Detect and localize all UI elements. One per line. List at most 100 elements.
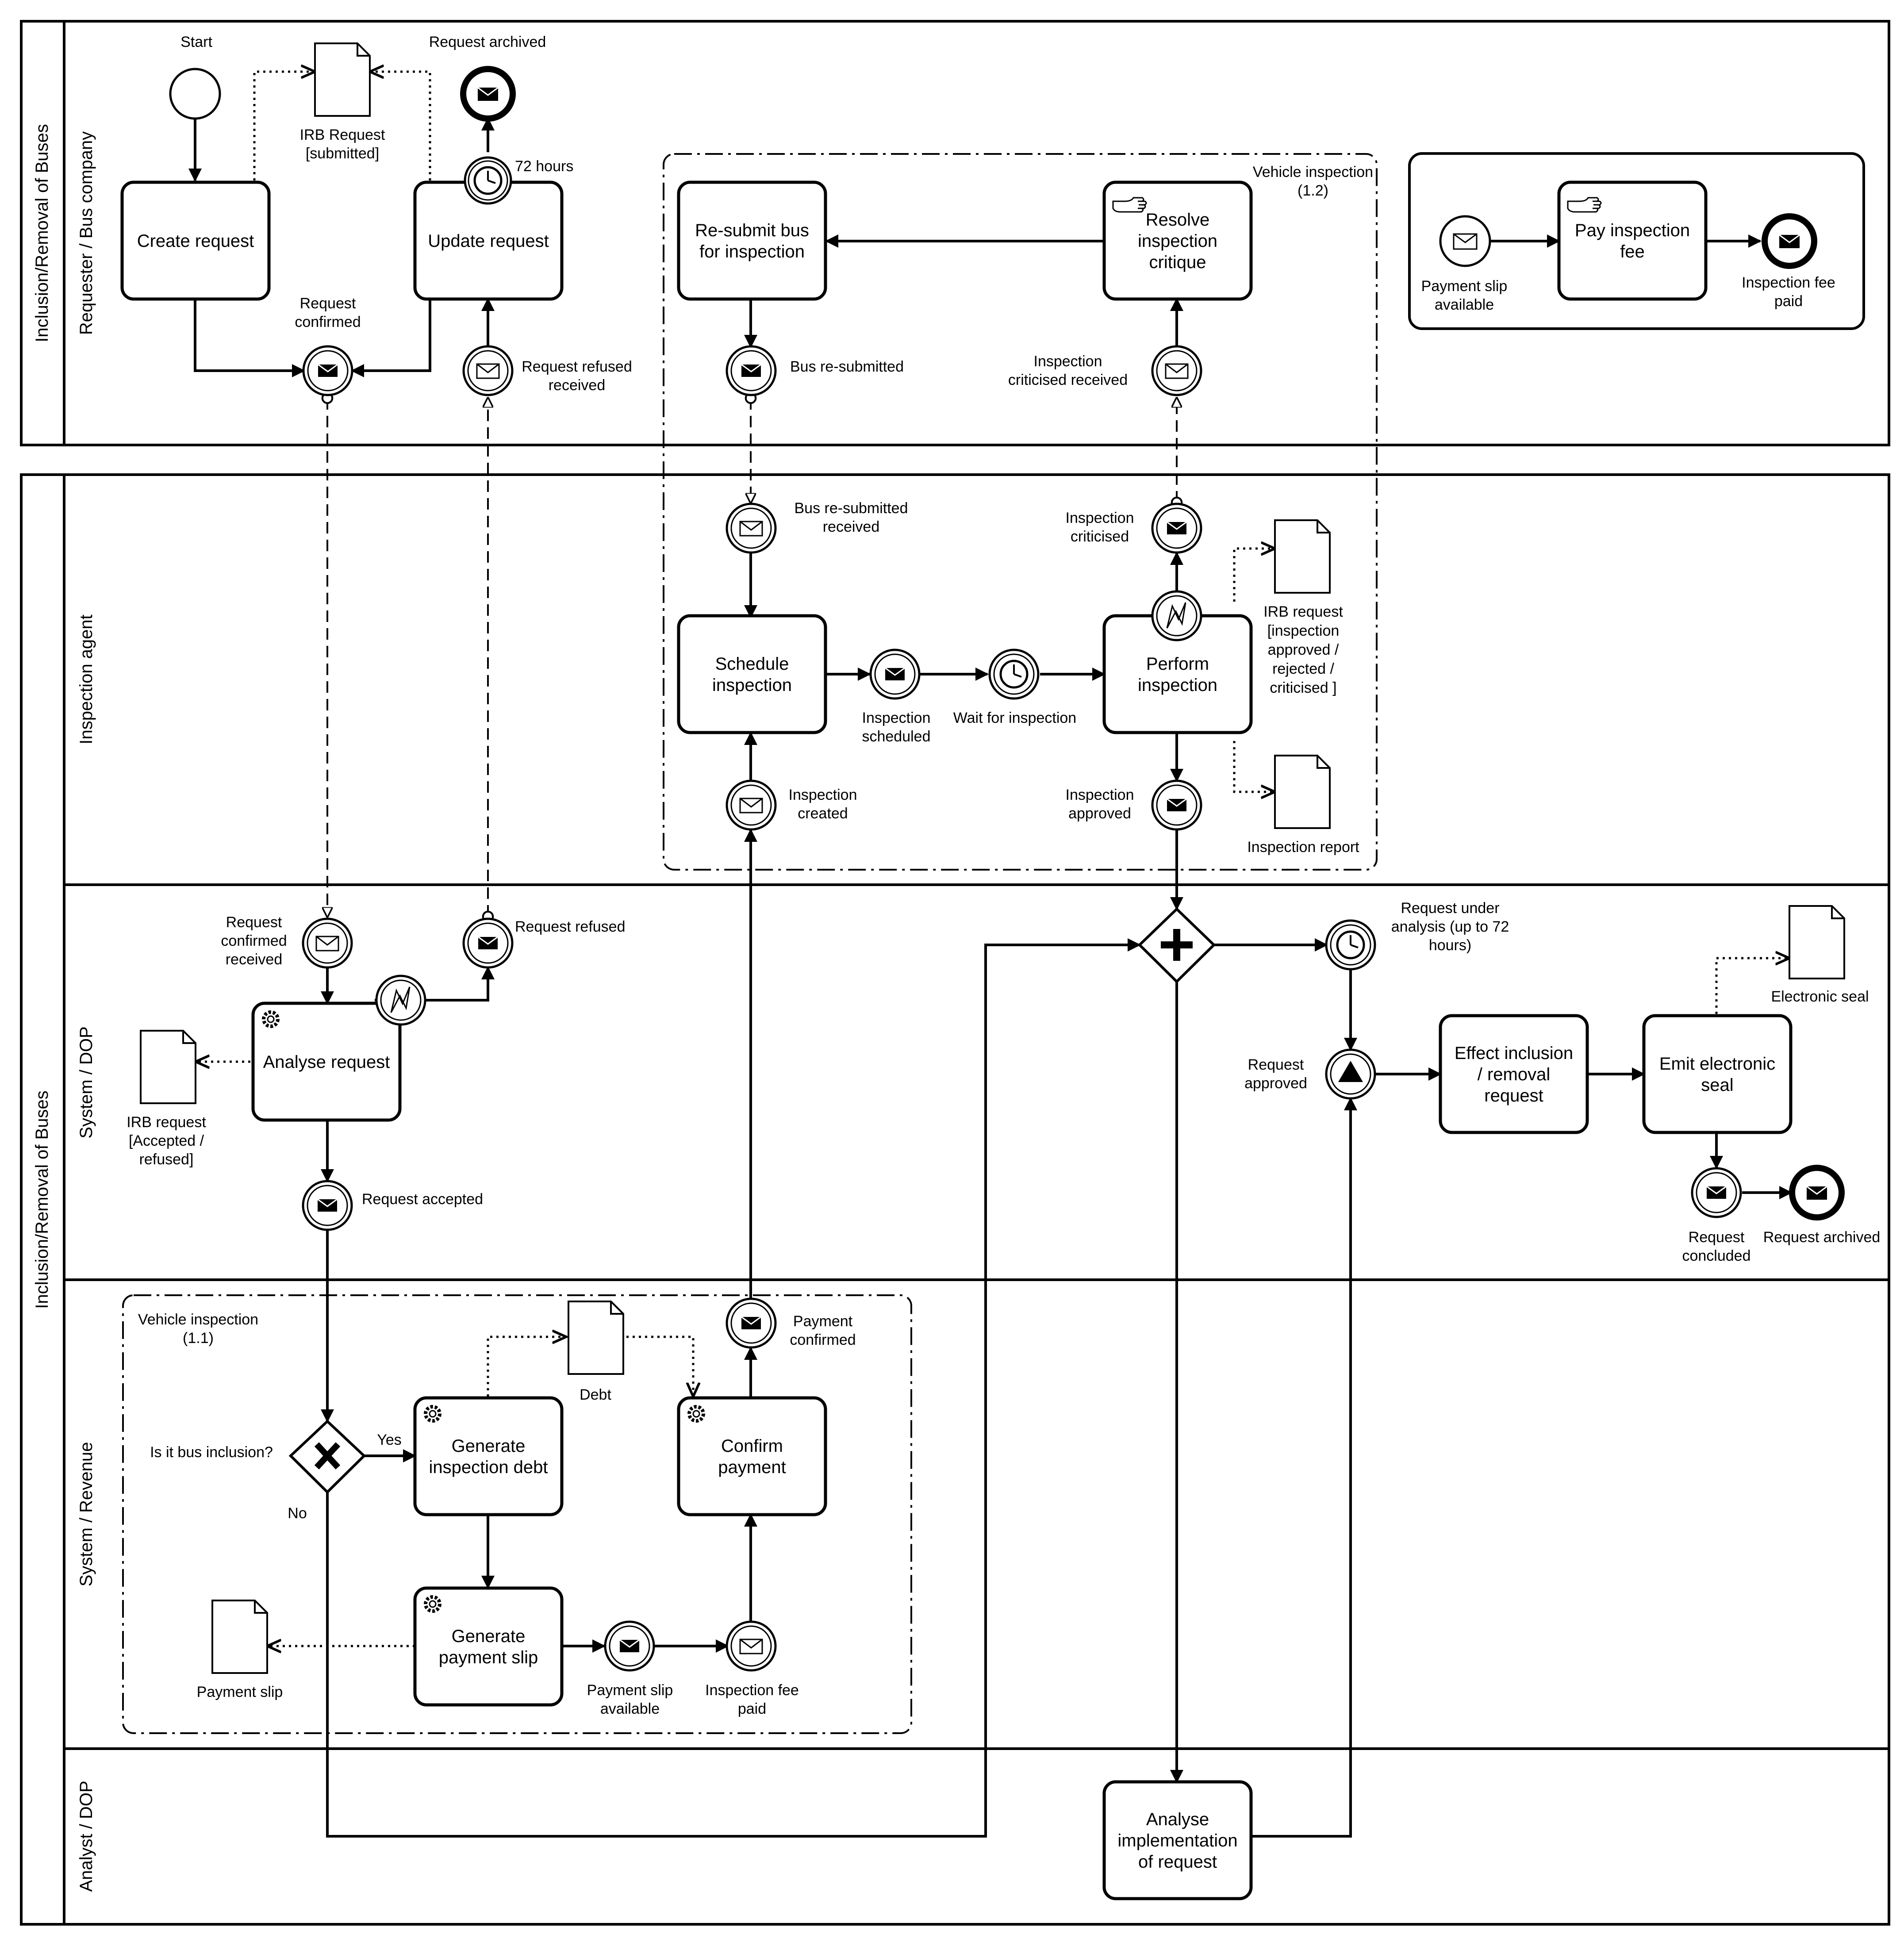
msg-event-request-refused-received[interactable] bbox=[462, 345, 514, 396]
label-gateway-question: Is it bus inclusion? bbox=[150, 1444, 273, 1461]
msg-event-criticised-received[interactable] bbox=[1151, 345, 1202, 396]
end-event-inspection-fee-paid[interactable] bbox=[1762, 213, 1817, 269]
timer-event-request-under-analysis[interactable] bbox=[1325, 919, 1376, 971]
start-event[interactable] bbox=[169, 68, 221, 120]
error-boundary-event-analyse[interactable] bbox=[375, 975, 426, 1026]
task-update-request[interactable]: Update request bbox=[413, 180, 564, 301]
timer-boundary-event-72h[interactable] bbox=[464, 156, 512, 205]
label-gateway-no: No bbox=[288, 1505, 307, 1522]
manual-task-hand-icon bbox=[1112, 197, 1147, 213]
label-inspection-report: Inspection report bbox=[1247, 839, 1359, 856]
msg-event-inspection-criticised[interactable] bbox=[1151, 503, 1202, 554]
msg-event-bus-resubmitted[interactable] bbox=[726, 345, 777, 396]
task-analyse-request[interactable]: Analyse request bbox=[251, 1002, 402, 1122]
label-gateway-yes: Yes bbox=[377, 1431, 401, 1448]
label-wait-for-inspection: Wait for inspection bbox=[953, 710, 1076, 726]
data-object-payment-slip[interactable] bbox=[211, 1600, 268, 1674]
msg-event-request-concluded[interactable] bbox=[1691, 1167, 1742, 1218]
data-object-irb-submitted[interactable] bbox=[314, 42, 371, 117]
data-object-debt[interactable] bbox=[568, 1301, 624, 1375]
msg-event-inspection-created[interactable] bbox=[726, 779, 777, 831]
data-object-irb-accepted[interactable] bbox=[140, 1030, 196, 1104]
timer-event-wait-inspection[interactable] bbox=[988, 649, 1040, 700]
msg-event-inspection-fee-paid[interactable] bbox=[726, 1620, 777, 1672]
msg-event-request-refused[interactable] bbox=[462, 917, 514, 969]
label-bus-resubmitted: Bus re-submitted bbox=[790, 358, 904, 375]
msg-event-inspection-scheduled[interactable] bbox=[869, 649, 921, 700]
message-flows bbox=[327, 398, 1177, 917]
sequence-flows bbox=[188, 113, 1793, 1838]
svg-text:Update request: Update request bbox=[428, 231, 549, 251]
start-msg-event-payment-slip-available[interactable] bbox=[1439, 215, 1491, 267]
label-irb-submitted: IRB Request[submitted] bbox=[300, 127, 385, 162]
parallel-gateway[interactable] bbox=[1137, 907, 1216, 984]
label-payment-slip: Payment slip bbox=[197, 1684, 283, 1700]
msg-event-request-accepted[interactable] bbox=[302, 1180, 353, 1231]
data-object-irb-inspection[interactable] bbox=[1274, 519, 1331, 594]
end-event-request-archived-top[interactable] bbox=[460, 66, 516, 122]
svg-text:Analyse request: Analyse request bbox=[263, 1052, 390, 1072]
label-electronic-seal: Electronic seal bbox=[1771, 988, 1869, 1005]
group-label-1-2: Vehicle inspection(1.2) bbox=[1253, 164, 1373, 199]
label-debt: Debt bbox=[580, 1386, 611, 1403]
lane-label-system-revenue: System / Revenue bbox=[77, 1442, 96, 1587]
task-create-request[interactable]: Create request bbox=[120, 180, 271, 301]
lane-label-inspection-agent: Inspection agent bbox=[77, 614, 96, 744]
msg-event-inspection-approved[interactable] bbox=[1151, 779, 1202, 831]
end-event-request-archived-bottom[interactable] bbox=[1789, 1165, 1845, 1220]
error-boundary-event-perform[interactable] bbox=[1151, 590, 1202, 641]
label-request-refused: Request refused bbox=[515, 918, 626, 935]
data-object-electronic-seal[interactable] bbox=[1789, 905, 1845, 979]
group-label-1-1: Vehicle inspection(1.1) bbox=[138, 1311, 258, 1347]
msg-event-request-confirmed-received[interactable] bbox=[302, 917, 353, 969]
group-vehicle-inspection-1-2 bbox=[663, 153, 1378, 871]
label-request-accepted: Request accepted bbox=[362, 1191, 483, 1208]
msg-event-request-confirmed[interactable] bbox=[302, 345, 353, 396]
data-object-inspection-report[interactable] bbox=[1274, 755, 1331, 829]
pool-bottom bbox=[20, 473, 1890, 1926]
service-task-gear-icon bbox=[262, 1010, 705, 1613]
exclusive-gateway[interactable] bbox=[288, 1419, 366, 1494]
group-vehicle-inspection-1-1 bbox=[122, 1294, 912, 1734]
msg-event-bus-resubmitted-received[interactable] bbox=[726, 503, 777, 554]
svg-text:Create request: Create request bbox=[137, 231, 254, 251]
pool-label-top: Inclusion/Removal of Buses bbox=[32, 124, 52, 342]
signal-event-request-approved[interactable] bbox=[1325, 1048, 1376, 1100]
msg-event-payment-slip-available[interactable] bbox=[604, 1620, 655, 1672]
msg-event-payment-confirmed[interactable] bbox=[726, 1297, 777, 1349]
label-request-archived-top: Request archived bbox=[429, 34, 546, 50]
